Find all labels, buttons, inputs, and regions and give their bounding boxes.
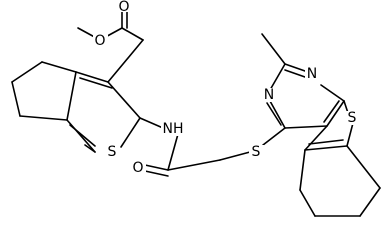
svg-text:S: S <box>348 110 357 126</box>
svg-text:O: O <box>94 33 105 49</box>
pyrimidine-nitrogen-1: N <box>305 66 320 82</box>
svg-text:N: N <box>264 87 274 103</box>
thiophene-sulfur-2: S <box>345 110 360 126</box>
svg-text:O: O <box>132 160 143 176</box>
svg-text:N: N <box>307 66 317 82</box>
svg-text:O: O <box>118 0 129 15</box>
amide-oxygen: O <box>131 160 146 176</box>
atom-labels: O O S NH O S N N <box>93 0 360 176</box>
thiophene-sulfur-1: S <box>105 144 120 160</box>
ester-carbonyl-oxygen: O <box>117 0 132 15</box>
svg-text:S: S <box>252 144 261 160</box>
pyrimidine-nitrogen-3: N <box>262 87 277 103</box>
svg-text:S: S <box>108 144 117 160</box>
ester-ether-oxygen: O <box>93 33 108 49</box>
amide-nitrogen: NH <box>161 121 185 137</box>
svg-text:NH: NH <box>163 121 184 137</box>
bonds <box>11 11 381 217</box>
thioether-sulfur: S <box>249 144 264 160</box>
